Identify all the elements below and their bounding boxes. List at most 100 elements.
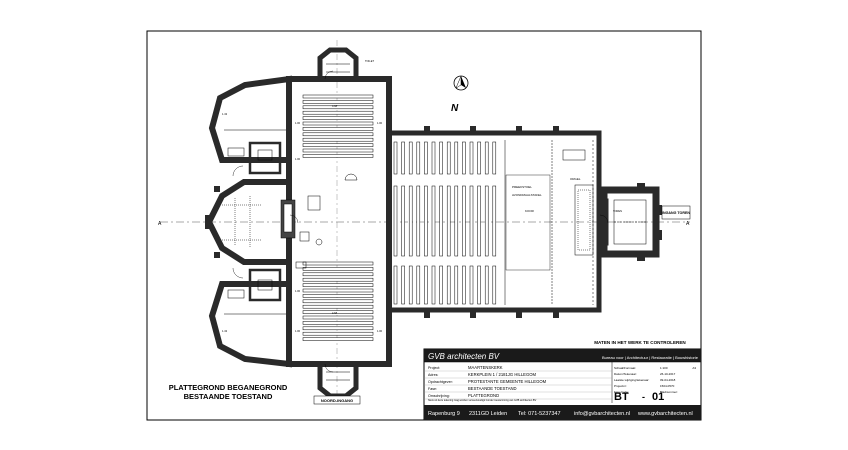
pew — [302, 116, 374, 120]
pew — [408, 185, 413, 257]
pew — [302, 148, 374, 153]
pew — [416, 265, 421, 305]
sheet-code: BT — [614, 391, 629, 403]
pew — [416, 141, 421, 175]
pew — [401, 185, 405, 257]
pew — [462, 265, 466, 305]
pew — [439, 185, 443, 257]
pew — [484, 141, 489, 175]
titleblock-meta-label: Schaal/Formaat: — [614, 366, 636, 370]
svg-text:4.68: 4.68 — [332, 104, 338, 108]
pew — [401, 141, 405, 175]
sheet-number: 01 — [652, 391, 664, 403]
pew — [302, 137, 374, 142]
door-swings — [232, 70, 609, 373]
footer-email: info@gvbarchitecten.nl — [574, 411, 630, 417]
svg-text:1.00: 1.00 — [295, 121, 301, 125]
pew — [302, 105, 374, 110]
svg-text:ORGEL: ORGEL — [570, 177, 581, 181]
svg-text:4.68: 4.68 — [332, 311, 338, 315]
pew — [484, 185, 489, 257]
title-block: GVB architecten BV Bureau voor | Archite… — [423, 348, 702, 421]
titleblock-row-value: PROTESTANTE GEMEENTE HILLEGOM — [468, 379, 547, 384]
pew — [424, 141, 428, 175]
footer-phone: Tel: 071-5237347 — [518, 411, 561, 417]
north-label: N — [451, 103, 459, 114]
pew — [401, 265, 405, 305]
pew — [431, 265, 436, 305]
pew — [302, 304, 374, 309]
crossing-details — [222, 63, 647, 381]
pew — [302, 337, 374, 341]
north-entrance-label: NOORD-INGANG — [321, 398, 353, 403]
pew — [416, 185, 421, 257]
pew — [302, 132, 374, 137]
footer-postcode: 2311GD Leiden — [469, 411, 507, 417]
pew — [302, 143, 374, 147]
pew — [424, 185, 428, 257]
svg-text:1.00: 1.00 — [295, 329, 301, 333]
svg-text:TOREN: TOREN — [613, 209, 622, 213]
pew — [393, 185, 398, 257]
pew — [302, 321, 374, 325]
pew — [393, 265, 398, 305]
svg-text:KOOR: KOOR — [525, 209, 535, 213]
svg-text:1.43: 1.43 — [222, 112, 228, 116]
titleblock-row-value: KERKPLEIN 1 / 2181JG HILLEGOM — [468, 372, 536, 377]
verify-note: MATEN IN HET WERK TE CONTROLEREN — [594, 340, 686, 345]
drawing-title-line1: PLATTEGROND BEGANEGROND — [169, 383, 288, 392]
titleblock-meta-value: Bladnummer: — [660, 390, 678, 394]
pew — [462, 141, 466, 175]
pew — [302, 326, 374, 331]
pew — [477, 265, 481, 305]
firm-tagline: Bureau voor | Architectuur | Restauratie… — [602, 355, 699, 360]
titleblock-row-label: Project: — [428, 366, 440, 370]
tower-entrance-label: INGANG TOREN — [662, 211, 690, 215]
pew — [302, 110, 374, 115]
pew — [454, 141, 459, 175]
pew — [424, 265, 428, 305]
titleblock-row-value: BESTAANDE TOESTAND — [468, 386, 517, 391]
svg-text:1.00: 1.00 — [295, 157, 301, 161]
pew — [302, 267, 374, 271]
pew — [446, 185, 451, 257]
titleblock-meta-value: 1504-0570 — [660, 384, 675, 388]
pew — [462, 185, 466, 257]
pew-rows — [302, 94, 497, 341]
firm-name: GVB architecten BV — [428, 352, 500, 361]
pew — [302, 294, 374, 298]
pew — [302, 299, 374, 304]
pew — [302, 121, 374, 126]
pew — [302, 94, 374, 99]
pew — [454, 265, 459, 305]
pew — [477, 185, 481, 257]
titleblock-meta-label: Laatste wijziging/tekenaar: — [614, 378, 650, 382]
disclaimer: Niets uit deze tekening mag worden verve… — [428, 399, 537, 402]
pew — [302, 127, 374, 131]
pew — [302, 272, 374, 277]
nave-details: PREEKSTOEL AVONDMAALSTAFEL KOOR ORGEL — [504, 140, 594, 305]
section-marker-left: A — [158, 221, 162, 227]
footer-address: Rapenburg 9 — [428, 411, 460, 417]
titleblock-meta-label: Datum/Tekenaar: — [614, 372, 637, 376]
pew — [302, 283, 374, 287]
svg-text:AVONDMAALSTAFEL: AVONDMAALSTAFEL — [512, 193, 542, 197]
svg-text:TOILET: TOILET — [365, 59, 374, 63]
pew — [439, 141, 443, 175]
pew — [477, 141, 481, 175]
titleblock-row-label: Opdrachtgever: — [428, 380, 453, 384]
titleblock-meta-value: 09-04-2018 — [660, 378, 676, 382]
sheet-separator: - — [642, 392, 645, 402]
buttresses — [205, 126, 662, 318]
pew — [446, 265, 451, 305]
pew — [469, 141, 474, 175]
section-marker-right: A — [686, 221, 690, 227]
titleblock-row-value: MAARTENSKERK — [468, 365, 503, 370]
north-arrow: N — [451, 75, 469, 114]
svg-text:1.00: 1.00 — [295, 289, 301, 293]
pew — [431, 185, 436, 257]
pew — [302, 288, 374, 293]
firm-banner — [424, 349, 701, 362]
titleblock-meta-extra: A3 — [692, 366, 696, 370]
pew — [393, 141, 398, 175]
